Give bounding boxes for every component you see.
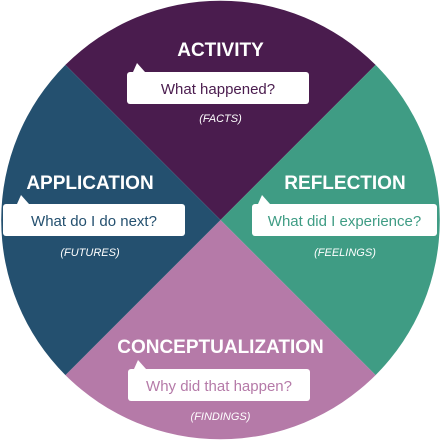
conceptualization-question: Why did that happen? <box>146 378 292 395</box>
activity-quadrant <box>65 0 376 221</box>
reflection-tag: (FEELINGS) <box>314 247 376 259</box>
activity-speech-bubble <box>127 63 309 104</box>
conceptualization-bubble-pointer <box>134 360 146 369</box>
application-question: What do I do next? <box>31 213 157 230</box>
activity-title: ACTIVITY <box>177 40 264 61</box>
conceptualization-title: CONCEPTUALIZATION <box>117 337 324 358</box>
reflection-question: What did I experience? <box>268 213 421 230</box>
reflection-bubble-pointer <box>258 195 270 204</box>
application-speech-bubble <box>3 195 185 236</box>
activity-question: What happened? <box>161 81 275 98</box>
activity-tag: (FACTS) <box>199 113 242 125</box>
application-tag: (FUTURES) <box>60 247 120 259</box>
conceptualization-tag: (FINDINGS) <box>191 411 251 423</box>
conceptualization-speech-bubble <box>128 360 310 401</box>
application-bubble-pointer <box>17 195 29 204</box>
reflection-speech-bubble <box>252 195 437 236</box>
activity-bubble-pointer <box>133 63 145 72</box>
reflection-title: REFLECTION <box>284 173 405 194</box>
application-title: APPLICATION <box>26 173 153 194</box>
